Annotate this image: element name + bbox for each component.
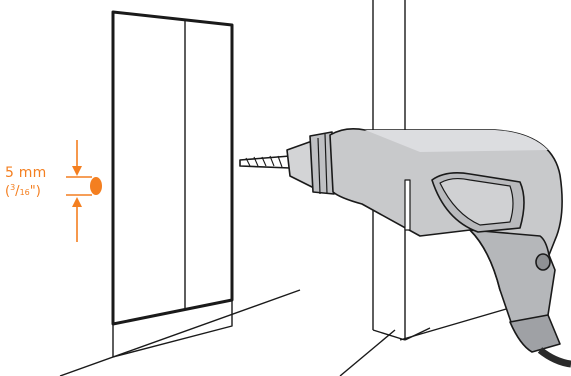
dimension-imperial-label: (3/16"): [5, 185, 41, 198]
door-frame: [113, 12, 232, 357]
dimension-imperial-close: "): [30, 184, 41, 199]
arrow-down-icon: [72, 166, 82, 176]
arrow-up-icon: [72, 197, 82, 207]
dimension-imperial-numerator: 3: [10, 183, 15, 192]
dimension-metric-label: 5 mm: [5, 166, 46, 180]
floor-lines: [60, 290, 520, 376]
drill-bit-icon: [240, 156, 290, 168]
hole-marker-icon: [90, 177, 102, 195]
dimension-imperial-denominator: 16: [20, 188, 30, 197]
dimension-imperial-slash: /: [15, 184, 19, 199]
dimension-arrows: [66, 140, 92, 242]
